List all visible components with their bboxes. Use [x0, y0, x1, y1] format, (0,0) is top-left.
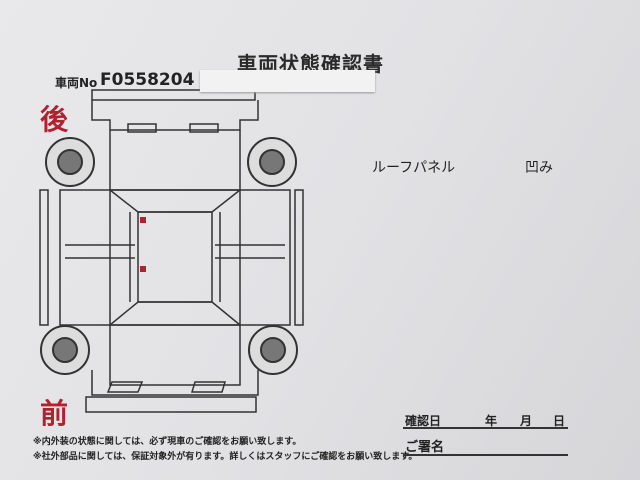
hood [109, 325, 241, 386]
right-step [294, 189, 304, 326]
month-label: 月 [520, 414, 533, 428]
front-panel [91, 370, 259, 396]
damage-condition: 凹み [525, 160, 553, 176]
left-step [39, 189, 49, 326]
date-line [403, 427, 568, 429]
roof-rails [129, 212, 221, 302]
damage-marker [140, 217, 146, 223]
rear-panel [91, 100, 259, 131]
front-bumper [85, 396, 257, 413]
headlamps [106, 381, 227, 393]
door-lines [65, 244, 285, 259]
signature-label: ご署名 [405, 440, 445, 455]
rear-label: 後 [40, 103, 69, 136]
signature-line [403, 454, 568, 456]
redaction-strip [200, 70, 375, 92]
front-label: 前 [40, 397, 69, 430]
rear-lamp [127, 123, 157, 133]
wheel [40, 325, 90, 375]
disclaimer: ※内外装の状態に関しては、必ず現車のご確認をお願い致します。 [33, 437, 302, 447]
damage-part: ルーフパネル [372, 160, 456, 176]
roof-panel [137, 211, 213, 303]
wheel [247, 137, 297, 187]
disclaimer: ※社外部品に関しては、保証対象外が有ります。詳しくはスタッフにご確認をお願い致し… [33, 452, 418, 462]
vehicle-no-label: 車両No [55, 76, 98, 90]
rear-bumper [91, 89, 256, 101]
vehicle-no: F0558204 [100, 70, 195, 90]
damage-marker [140, 266, 146, 272]
rear-lamp [189, 123, 219, 133]
wheel [248, 325, 298, 375]
confirm-date-label: 確認日 [405, 414, 442, 428]
day-label: 日 [553, 414, 566, 428]
wheel [45, 137, 95, 187]
year-label: 年 [485, 414, 498, 428]
rear-pillars [109, 130, 241, 190]
